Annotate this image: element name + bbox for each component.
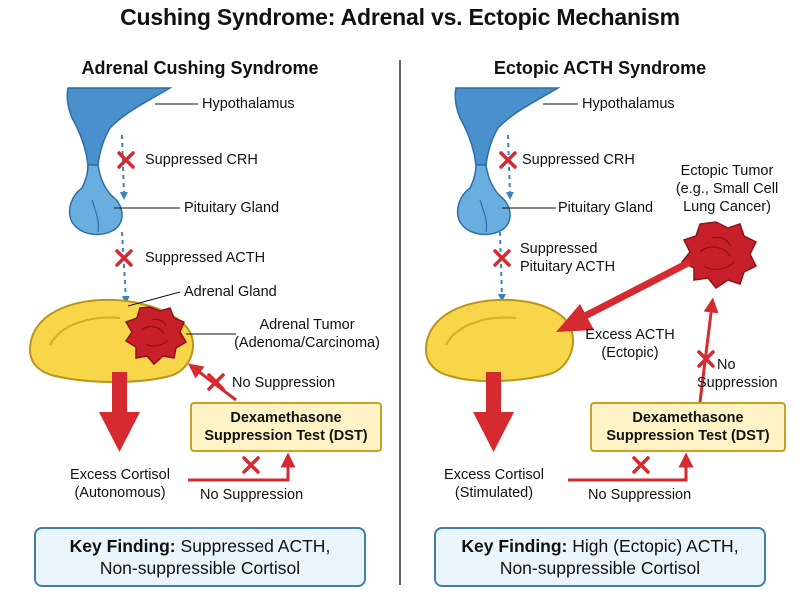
ectopic-tumor-label: Ectopic Tumor (e.g., Small Cell Lung Can… [675,163,779,215]
left-bottom-x-icon [242,456,260,474]
right-suppressed-pituitary-acth-label: Suppressed Pituitary ACTH [520,241,616,275]
right-dst-to-tumor-arrow [698,297,719,403]
right-hypothalamus-label: Hypothalamus [582,96,675,112]
left-top-x-icon [207,373,225,391]
right-acth-dashed-arrow [497,231,506,302]
excess-acth-label: Excess ACTH (Ectopic) [585,327,675,361]
right-key-finding-box: Key Finding: High (Ectopic) ACTH, Non-su… [434,527,766,587]
left-suppressed-acth-label: Suppressed ACTH [145,250,266,266]
right-dst-box: Dexamethasone Suppression Test (DST) [590,402,786,452]
right-key-finding-line2: Non-suppressible Cortisol [499,558,701,578]
right-pituitary-shape [456,164,511,236]
ectopic-acth-arrow [556,258,692,332]
right-key-finding-line1: High (Ectopic) ACTH, [572,536,739,556]
left-adrenal-leader [127,291,181,307]
left-acth-x-icon [115,249,133,267]
left-acth-dashed-arrow [121,231,130,304]
right-key-finding-label: Key Finding: [461,536,568,556]
left-pituitary-shape [68,164,123,236]
right-adrenal-gland-shape [424,298,574,383]
left-adrenal-gland-label: Adrenal Gland [184,284,277,300]
right-no-suppression-bottom-label: No Suppression [588,487,692,503]
left-crh-x-icon [117,151,135,169]
ectopic-tumor-shape [680,221,758,290]
right-crh-x-icon [499,151,517,169]
page-title: Cushing Syndrome: Adrenal vs. Ectopic Me… [120,4,680,30]
left-pituitary-label: Pituitary Gland [184,200,280,216]
right-no-suppression-side-label: No Suppression [697,357,778,391]
left-key-finding-line2: Non-suppressible Cortisol [99,558,301,578]
left-no-suppression-bottom-label: No Suppression [200,487,304,503]
right-bottom-x-icon [632,456,650,474]
left-key-finding-label: Key Finding: [69,536,176,556]
left-suppressed-crh-label: Suppressed CRH [145,152,258,168]
left-cortisol-arrow [99,372,140,452]
left-adrenal-tumor-label: Adrenal Tumor (Adenoma/Carcinoma) [234,317,380,351]
right-cortisol-arrow [473,372,514,452]
left-panel-title: Adrenal Cushing Syndrome [81,58,319,78]
left-key-finding-line1: Suppressed ACTH, [180,536,331,556]
left-adrenal-tumor-shape [124,306,188,366]
left-excess-cortisol-label: Excess Cortisol (Autonomous) [70,467,170,501]
right-panel-title: Ectopic ACTH Syndrome [493,58,707,78]
right-pituitary-label: Pituitary Gland [558,200,654,216]
right-suppressed-crh-label: Suppressed CRH [522,152,635,168]
left-hypothalamus-label: Hypothalamus [202,96,295,112]
right-excess-cortisol-label: Excess Cortisol (Stimulated) [444,467,544,501]
left-bottom-path-arrow [188,452,296,482]
right-side-x-icon [697,350,715,368]
left-crh-dashed-arrow [119,134,128,200]
left-key-finding-box: Key Finding: Suppressed ACTH, Non-suppre… [34,527,366,587]
right-crh-dashed-arrow [505,134,514,200]
right-bottom-path-arrow [568,452,694,482]
left-no-suppression-top-label: No Suppression [232,375,336,391]
left-dst-box: Dexamethasone Suppression Test (DST) [190,402,382,452]
right-acth-x-icon [493,249,511,267]
